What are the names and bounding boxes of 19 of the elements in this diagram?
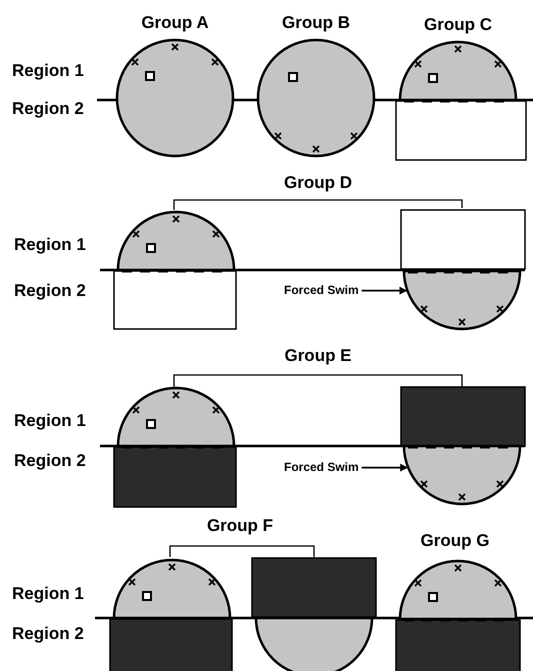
arrow — [362, 464, 408, 472]
arrow-label: Forced Swim — [284, 284, 359, 298]
region-label: Region 1 — [12, 585, 84, 604]
group-heading: Group B — [282, 14, 350, 33]
group-heading: Group D — [284, 174, 352, 193]
arrow-label: Forced Swim — [284, 461, 359, 474]
arrow — [362, 286, 408, 295]
group-heading: Group G — [420, 532, 490, 551]
region-label: Region 1 — [14, 412, 86, 431]
region-label: Region 2 — [14, 282, 86, 301]
group-heading: Group E — [284, 347, 352, 366]
region-label: Region 1 — [14, 236, 86, 255]
region-label: Region 2 — [12, 625, 84, 644]
region-label: Region 2 — [12, 100, 84, 119]
region-label: Region 2 — [14, 452, 86, 471]
region-label: Region 1 — [12, 62, 84, 81]
group-heading: Group A — [141, 14, 209, 33]
group-heading: Group F — [206, 517, 274, 536]
group-heading: Group C — [424, 16, 492, 35]
